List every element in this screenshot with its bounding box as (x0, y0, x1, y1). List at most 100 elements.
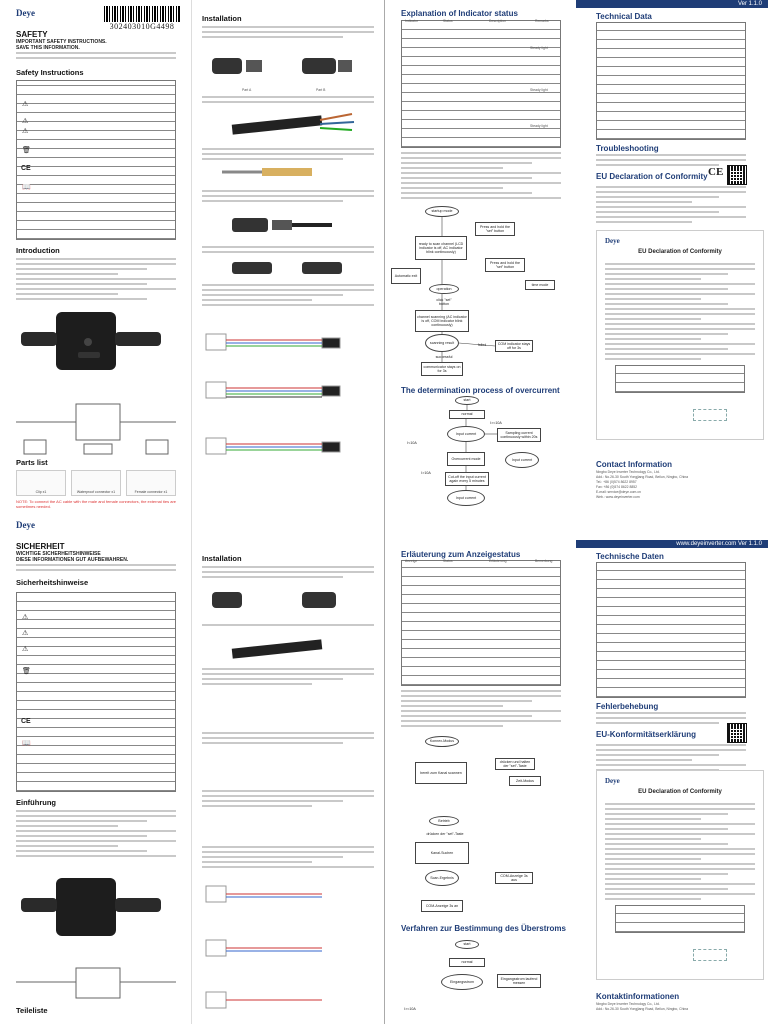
fehlerbehebung-text (596, 712, 746, 727)
anzeige-col-header: Anzeige (405, 559, 418, 563)
doc-title-de: EU Declaration of Conformity (638, 789, 722, 795)
company-stamp (693, 949, 727, 961)
contact-heading: Contact Information (596, 460, 672, 469)
contact-fax: Fax: +86 (0)574 8622 8852 (596, 485, 638, 489)
eu-declaration-text (596, 186, 746, 226)
einfuehrung-text (16, 810, 176, 860)
flow-successful: successful (431, 354, 457, 360)
eu-declaration-heading: EU Declaration of Conformity (596, 172, 708, 181)
warning-triangle-icon: ⚠ (22, 614, 29, 621)
install-step-5-text (202, 246, 374, 256)
install-de-step-3-text (202, 668, 374, 688)
installation-heading: Installation (202, 14, 242, 23)
flow2-de-start: start (455, 940, 479, 949)
manual-sheet-english: Deye 302403010G4498 SAFETY IMPORTANT SAF… (0, 0, 768, 512)
install-de-step-6-text (202, 846, 374, 871)
doc-title: EU Declaration of Conformity (638, 249, 722, 255)
flow2-input-current-3: Input current (447, 490, 485, 506)
sicherheit-subtitle-1: WICHTIGE SICHERHEITSHINWEISE (16, 551, 101, 557)
troubleshooting-heading: Troubleshooting (596, 144, 659, 153)
flow-ready-scan: ready to scan channel (LCD indicator is … (415, 236, 467, 260)
flow2-threshold-over: I>10A (419, 470, 433, 476)
flow-time-mode: time mode (525, 280, 555, 290)
smart-switch-product-image (21, 878, 161, 936)
contact-address: Add.: No.26-30 South Yongjiang Road, Bei… (596, 475, 688, 479)
flow-de-press-set: drücken und halten der "set"-Taste (495, 758, 535, 770)
flow-scan-result: scanning result (425, 334, 459, 352)
doc-standards-table (615, 905, 745, 933)
hot-surface-icon: ⚠ (22, 128, 29, 135)
install-step-3-text (202, 148, 374, 163)
flow2-overcurrent-mode: Overcurrent mode (447, 452, 485, 466)
safety-symbol-table (16, 80, 176, 240)
install-de-step-5-text (202, 790, 374, 810)
teileliste-heading: Teileliste (16, 1006, 48, 1015)
flow-com-off: COM indicator stays off for 3s (495, 340, 533, 352)
part-clip-label: Clip x1 (35, 490, 47, 494)
connector-parts-image (212, 592, 336, 608)
flow-de-com-on: COM-Anzeige 3s an (421, 900, 463, 912)
anzeige-heading: Erläuterung zum Anzeigestatus (401, 550, 521, 559)
kontakt-address: Add.: No.26-30 South Yongjiang Road, Bei… (596, 1007, 688, 1011)
flow-press-set-2: Press and hold the "set" button (485, 258, 525, 272)
contact-tel: Tel.: +86 (0)574 8622 8957 (596, 480, 637, 484)
status-col-header: Status (443, 19, 453, 23)
column-sicherheit: Deye SICHERHEIT WICHTIGE SICHERHEITSHINW… (0, 512, 192, 1024)
flow-de-operation: Betrieb (429, 816, 459, 826)
flow2-threshold-high: I>=10A (489, 420, 503, 426)
erlaeuterung-col-header: Erläuterung (489, 559, 507, 563)
flow2-de-input-current: Eingangsstrom (441, 974, 483, 990)
sicherheit-heading-block: SICHERHEIT WICHTIGE SICHERHEITSHINWEISE … (16, 542, 128, 563)
status-col-header-de: Status (443, 559, 453, 563)
flow2-threshold-low: I<10A (405, 440, 419, 446)
indicator-heading: Explanation of Indicator status (401, 9, 518, 18)
qr-code-icon (727, 723, 747, 743)
read-manual-icon: 📖 (22, 740, 31, 747)
connector-assembly-image (232, 218, 332, 232)
safety-instructions-heading: Safety Instructions (16, 68, 84, 77)
flow-click-set: click "set" button (431, 298, 457, 306)
url-version-bar: www.deyeinverter.com Ver 1.1.0 (576, 540, 768, 548)
safety-subtitle-1: IMPORTANT SAFETY INSTRUCTIONS. (16, 39, 107, 45)
column-installation: Installation Part A Part B (192, 0, 384, 512)
anzeige-notes-text (401, 690, 561, 730)
column-anzeige-flow: Erläuterung zum Anzeigestatus Anzeige St… (384, 512, 576, 1024)
install-step-2-text (202, 96, 374, 106)
contact-block: Ningbo Deye Inverter Technology Co., Ltd… (596, 470, 764, 500)
tech-data-heading: Technical Data (596, 12, 652, 21)
sicherheit-title: SICHERHEIT (16, 542, 65, 551)
doc-deye-logo: Deye (605, 237, 620, 245)
overcurrent-heading: The determination process of overcurrent (401, 386, 560, 395)
flow-de-start: Konnex-Modus (425, 736, 459, 747)
flow2-input-current-2: Input current (505, 452, 539, 468)
dimension-drawing (16, 967, 176, 999)
sicherheit-symbol-table (16, 592, 176, 792)
install-step-1-text (202, 26, 374, 41)
einfuehrung-heading: Einführung (16, 798, 56, 807)
flow2-start: start (455, 396, 479, 405)
kontakt-heading: Kontaktinformationen (596, 992, 680, 1001)
flow-de-click-set: drücken der "set"-Taste (425, 830, 465, 838)
flow-operation: operation (429, 284, 459, 294)
indicator-status-table (401, 20, 561, 148)
bemerkung-col-header: Bemerkung (535, 559, 553, 563)
indicator-col-header: Indicator (405, 19, 419, 23)
fehlerbehebung-heading: Fehlerbehebung (596, 702, 659, 711)
flow-connectors (441, 217, 497, 490)
eu-declaration-document: Deye EU Declaration of Conformity (596, 230, 764, 440)
parts-note: NOTE: To connect the AC cable with the m… (16, 499, 177, 509)
remark-steady-light: Steady light (530, 88, 548, 92)
part-waterproof-connector: Waterproof connector x1 (71, 470, 121, 496)
cable-strip-image (231, 639, 323, 659)
contact-company: Ningbo Deye Inverter Technology Co., Ltd… (596, 470, 660, 474)
column-safety: Deye 302403010G4498 SAFETY IMPORTANT SAF… (0, 0, 192, 512)
barcode-number: 302403010G4498 (109, 22, 175, 31)
safety-heading-block: SAFETY IMPORTANT SAFETY INSTRUCTIONS. SA… (16, 30, 107, 51)
hot-surface-icon: ⚠ (22, 646, 29, 653)
column-technische-daten: www.deyeinverter.com Ver 1.1.0 Technisch… (576, 512, 768, 1024)
flow-de-time-mode: Zeit-Modus (509, 776, 541, 786)
part-female-connector-label: Female connector x1 (134, 490, 168, 494)
technische-daten-table (596, 562, 746, 698)
install-de-step-4-text (202, 732, 374, 747)
weee-bin-icon: 🗑 (22, 147, 31, 154)
